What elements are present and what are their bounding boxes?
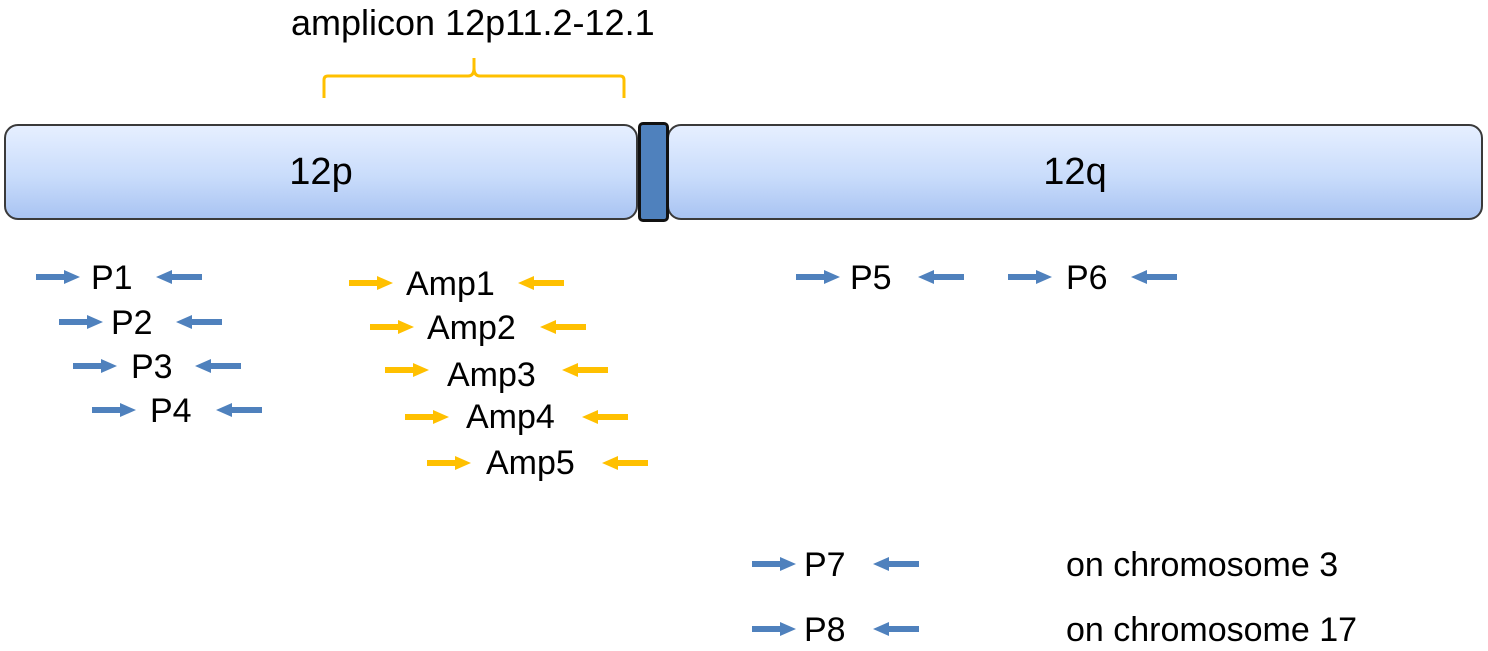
- chromosome-arm-p: 12p: [4, 124, 638, 220]
- reverse-arrow-icon: [176, 315, 222, 329]
- primer-label: P4: [150, 392, 192, 430]
- primer-label: P1: [91, 259, 133, 297]
- primer-label: Amp4: [466, 398, 555, 436]
- forward-arrow-icon: [752, 622, 796, 636]
- primer-label: Amp1: [406, 265, 495, 303]
- forward-arrow-icon: [752, 557, 796, 571]
- chromosome-arm-q: 12q: [667, 124, 1483, 220]
- forward-arrow-icon: [427, 456, 471, 470]
- reverse-arrow-icon: [562, 363, 608, 377]
- primer-label: Amp2: [427, 309, 516, 347]
- reverse-arrow-icon: [518, 276, 564, 290]
- chromosome-location-label: on chromosome 3: [1066, 546, 1339, 584]
- forward-arrow-icon: [385, 363, 429, 377]
- arm-q-label: 12q: [1043, 150, 1107, 193]
- forward-arrow-icon: [349, 276, 393, 290]
- forward-arrow-icon: [796, 270, 840, 284]
- primer-label: P8: [804, 611, 846, 649]
- forward-arrow-icon: [73, 359, 117, 373]
- reverse-arrow-icon: [195, 359, 241, 373]
- primer-label: P5: [850, 259, 892, 297]
- reverse-arrow-icon: [156, 270, 202, 284]
- reverse-arrow-icon: [216, 403, 262, 417]
- primer-label: P7: [804, 546, 846, 584]
- reverse-arrow-icon: [873, 622, 919, 636]
- chromosome-location-label: on chromosome 17: [1066, 611, 1358, 649]
- primer-label: P6: [1066, 259, 1108, 297]
- forward-arrow-icon: [405, 410, 449, 424]
- primer-label: P3: [131, 348, 173, 386]
- amplicon-title: amplicon 12p11.2-12.1: [291, 2, 655, 43]
- primer-label: Amp5: [486, 444, 575, 482]
- centromere: [638, 122, 669, 222]
- forward-arrow-icon: [92, 403, 136, 417]
- arm-p-label: 12p: [289, 150, 353, 193]
- reverse-arrow-icon: [918, 270, 964, 284]
- reverse-arrow-icon: [1131, 270, 1177, 284]
- reverse-arrow-icon: [602, 456, 648, 470]
- forward-arrow-icon: [1008, 270, 1052, 284]
- reverse-arrow-icon: [540, 320, 586, 334]
- forward-arrow-icon: [59, 315, 103, 329]
- primer-label: P2: [111, 304, 153, 342]
- forward-arrow-icon: [36, 270, 80, 284]
- primer-label: Amp3: [447, 356, 536, 394]
- forward-arrow-icon: [370, 320, 414, 334]
- reverse-arrow-icon: [873, 557, 919, 571]
- reverse-arrow-icon: [582, 410, 628, 424]
- amplicon-bracket: [322, 58, 626, 98]
